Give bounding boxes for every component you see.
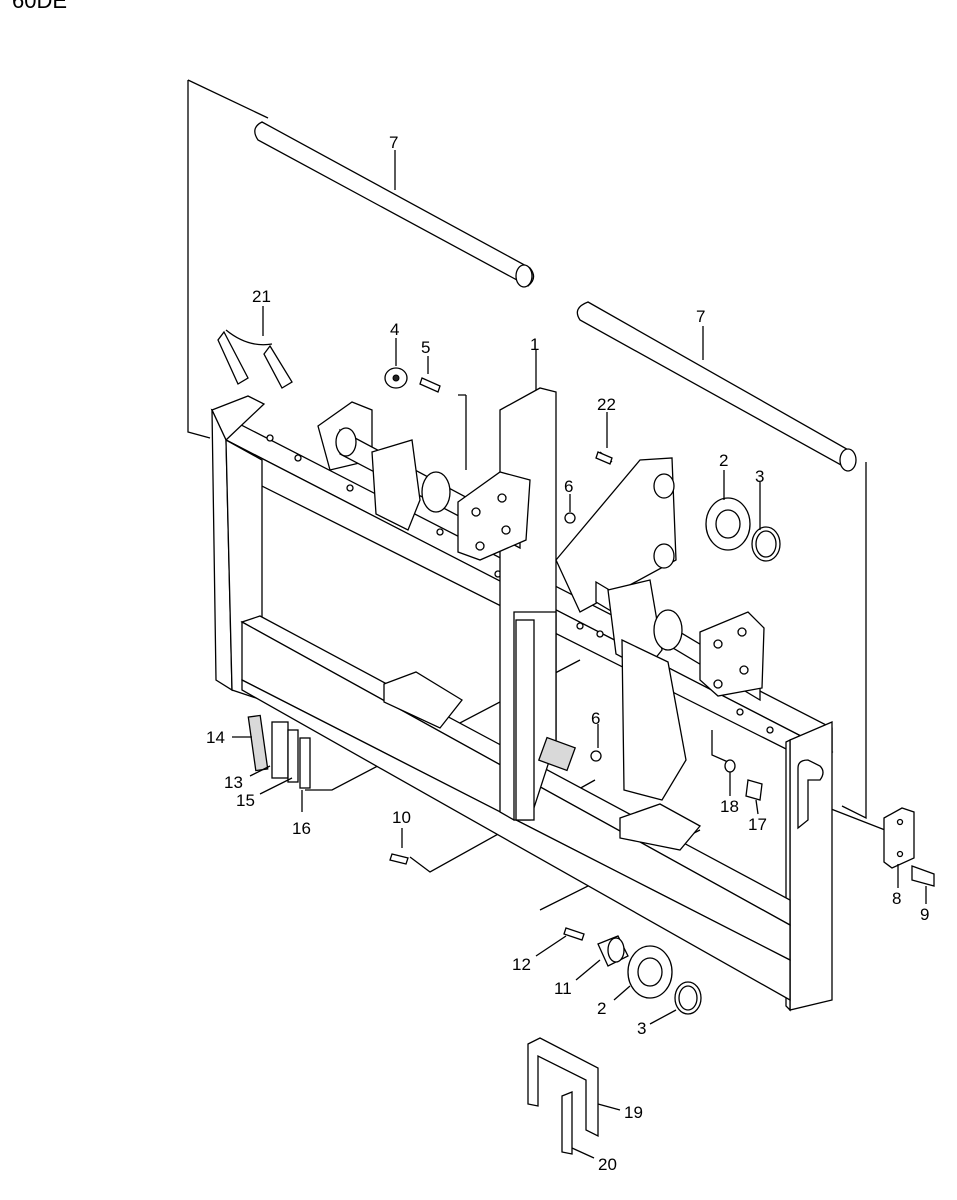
callout-16: 16	[292, 819, 311, 838]
nut-lower	[590, 750, 602, 762]
spring-pin	[563, 927, 585, 941]
lever-pins	[217, 329, 293, 389]
callout-5: 5	[421, 338, 430, 357]
callout-21: 21	[252, 287, 271, 306]
callout-12: 12	[512, 955, 531, 974]
callout-3-upper: 3	[755, 467, 764, 486]
callout-labels: 7 7 1 4 5 21 22 2 3 6 6 14 13 15 16 18 1…	[206, 133, 929, 1174]
lower-fork-hooks	[383, 671, 702, 851]
callout-15: 15	[236, 791, 255, 810]
left-bracket	[317, 401, 531, 561]
retainer-plate	[883, 807, 915, 869]
callout-6-upper: 6	[564, 477, 573, 496]
callout-3-lower: 3	[637, 1019, 646, 1038]
callout-9: 9	[920, 905, 929, 924]
snap-ring-lower	[674, 981, 702, 1015]
callout-2-lower: 2	[597, 999, 606, 1018]
callout-7-upper-left: 7	[389, 133, 398, 152]
page-title: 60DE	[12, 0, 68, 13]
callout-17: 17	[748, 815, 767, 834]
leader-lines	[232, 150, 927, 1159]
callout-8: 8	[892, 889, 901, 908]
wear-pads	[247, 714, 311, 789]
bolt-10	[389, 853, 409, 865]
callout-13: 13	[224, 773, 243, 792]
roll-pin	[419, 377, 441, 393]
callout-7-upper-right: 7	[696, 307, 705, 326]
callout-22: 22	[597, 395, 616, 414]
right-bracket	[555, 457, 765, 801]
nut-upper	[564, 512, 576, 524]
callout-1: 1	[530, 335, 539, 354]
callout-10: 10	[392, 808, 411, 827]
upper-pin-left	[254, 121, 535, 288]
upper-pin-right	[576, 301, 857, 472]
callout-20: 20	[598, 1155, 617, 1174]
washer	[724, 759, 736, 773]
callout-11: 11	[554, 979, 572, 998]
bearing-lower	[627, 945, 673, 999]
callout-19: 19	[624, 1103, 643, 1122]
callout-2-upper: 2	[719, 451, 728, 470]
callout-6-lower: 6	[591, 709, 600, 728]
callout-18: 18	[720, 797, 739, 816]
snap-ring-upper	[751, 526, 781, 562]
bolt-22	[595, 451, 613, 465]
bearing-upper	[705, 497, 751, 551]
guard-bracket	[527, 1037, 599, 1155]
bolt-9	[911, 865, 935, 887]
collar	[597, 935, 629, 967]
knob	[384, 367, 408, 389]
bolt-17	[745, 779, 763, 801]
callout-14: 14	[206, 728, 225, 747]
callout-4: 4	[390, 320, 399, 339]
